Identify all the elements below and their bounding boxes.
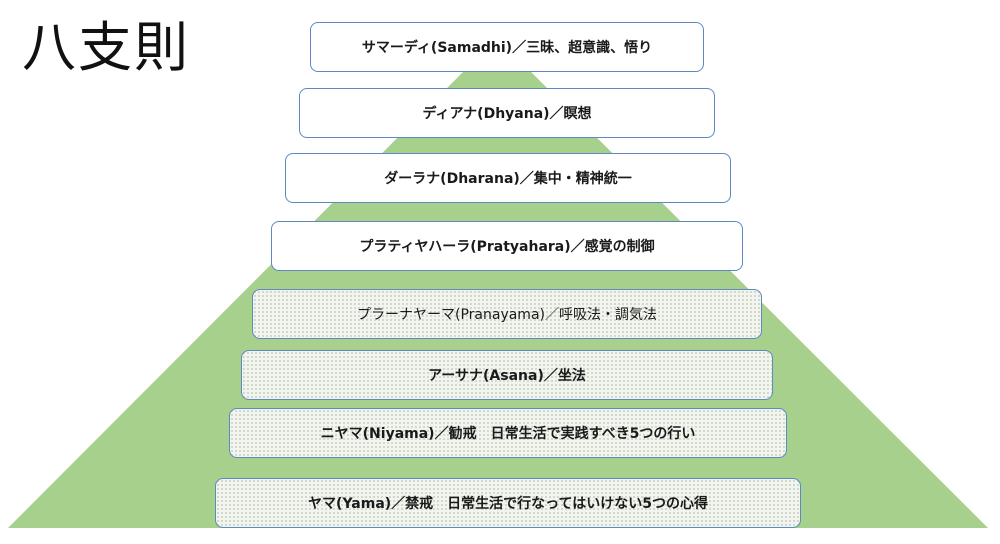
tier-yama: ヤマ(Yama)／禁戒 日常生活で行なってはいけない5つの心得 xyxy=(215,478,801,528)
tier-niyama: ニヤマ(Niyama)／勧戒 日常生活で実践すべき5つの行い xyxy=(229,408,787,458)
tier-label: プラーナヤーマ(Pranayama)／呼吸法・調気法 xyxy=(357,307,657,323)
tier-pratyahara: プラティヤハーラ(Pratyahara)／感覚の制御 xyxy=(271,221,743,271)
tier-label: ニヤマ(Niyama)／勧戒 日常生活で実践すべき5つの行い xyxy=(320,426,696,442)
tier-label: ヤマ(Yama)／禁戒 日常生活で行なってはいけない5つの心得 xyxy=(308,496,708,512)
tier-dhyana: ディアナ(Dhyana)／瞑想 xyxy=(299,88,715,138)
tier-pranayama: プラーナヤーマ(Pranayama)／呼吸法・調気法 xyxy=(252,289,762,339)
tier-samadhi: サマーディ(Samadhi)／三昧、超意識、悟り xyxy=(310,22,704,72)
page-title: 八支則 xyxy=(22,16,190,79)
tier-label: ダーラナ(Dharana)／集中・精神統一 xyxy=(384,171,632,187)
pyramid-triangle xyxy=(8,38,988,528)
tier-label: プラティヤハーラ(Pratyahara)／感覚の制御 xyxy=(359,239,655,255)
tier-label: サマーディ(Samadhi)／三昧、超意識、悟り xyxy=(361,40,653,56)
tier-label: アーサナ(Asana)／坐法 xyxy=(428,368,586,384)
tier-label: ディアナ(Dhyana)／瞑想 xyxy=(422,106,592,122)
tier-asana: アーサナ(Asana)／坐法 xyxy=(241,350,773,400)
tier-dharana: ダーラナ(Dharana)／集中・精神統一 xyxy=(285,153,731,203)
